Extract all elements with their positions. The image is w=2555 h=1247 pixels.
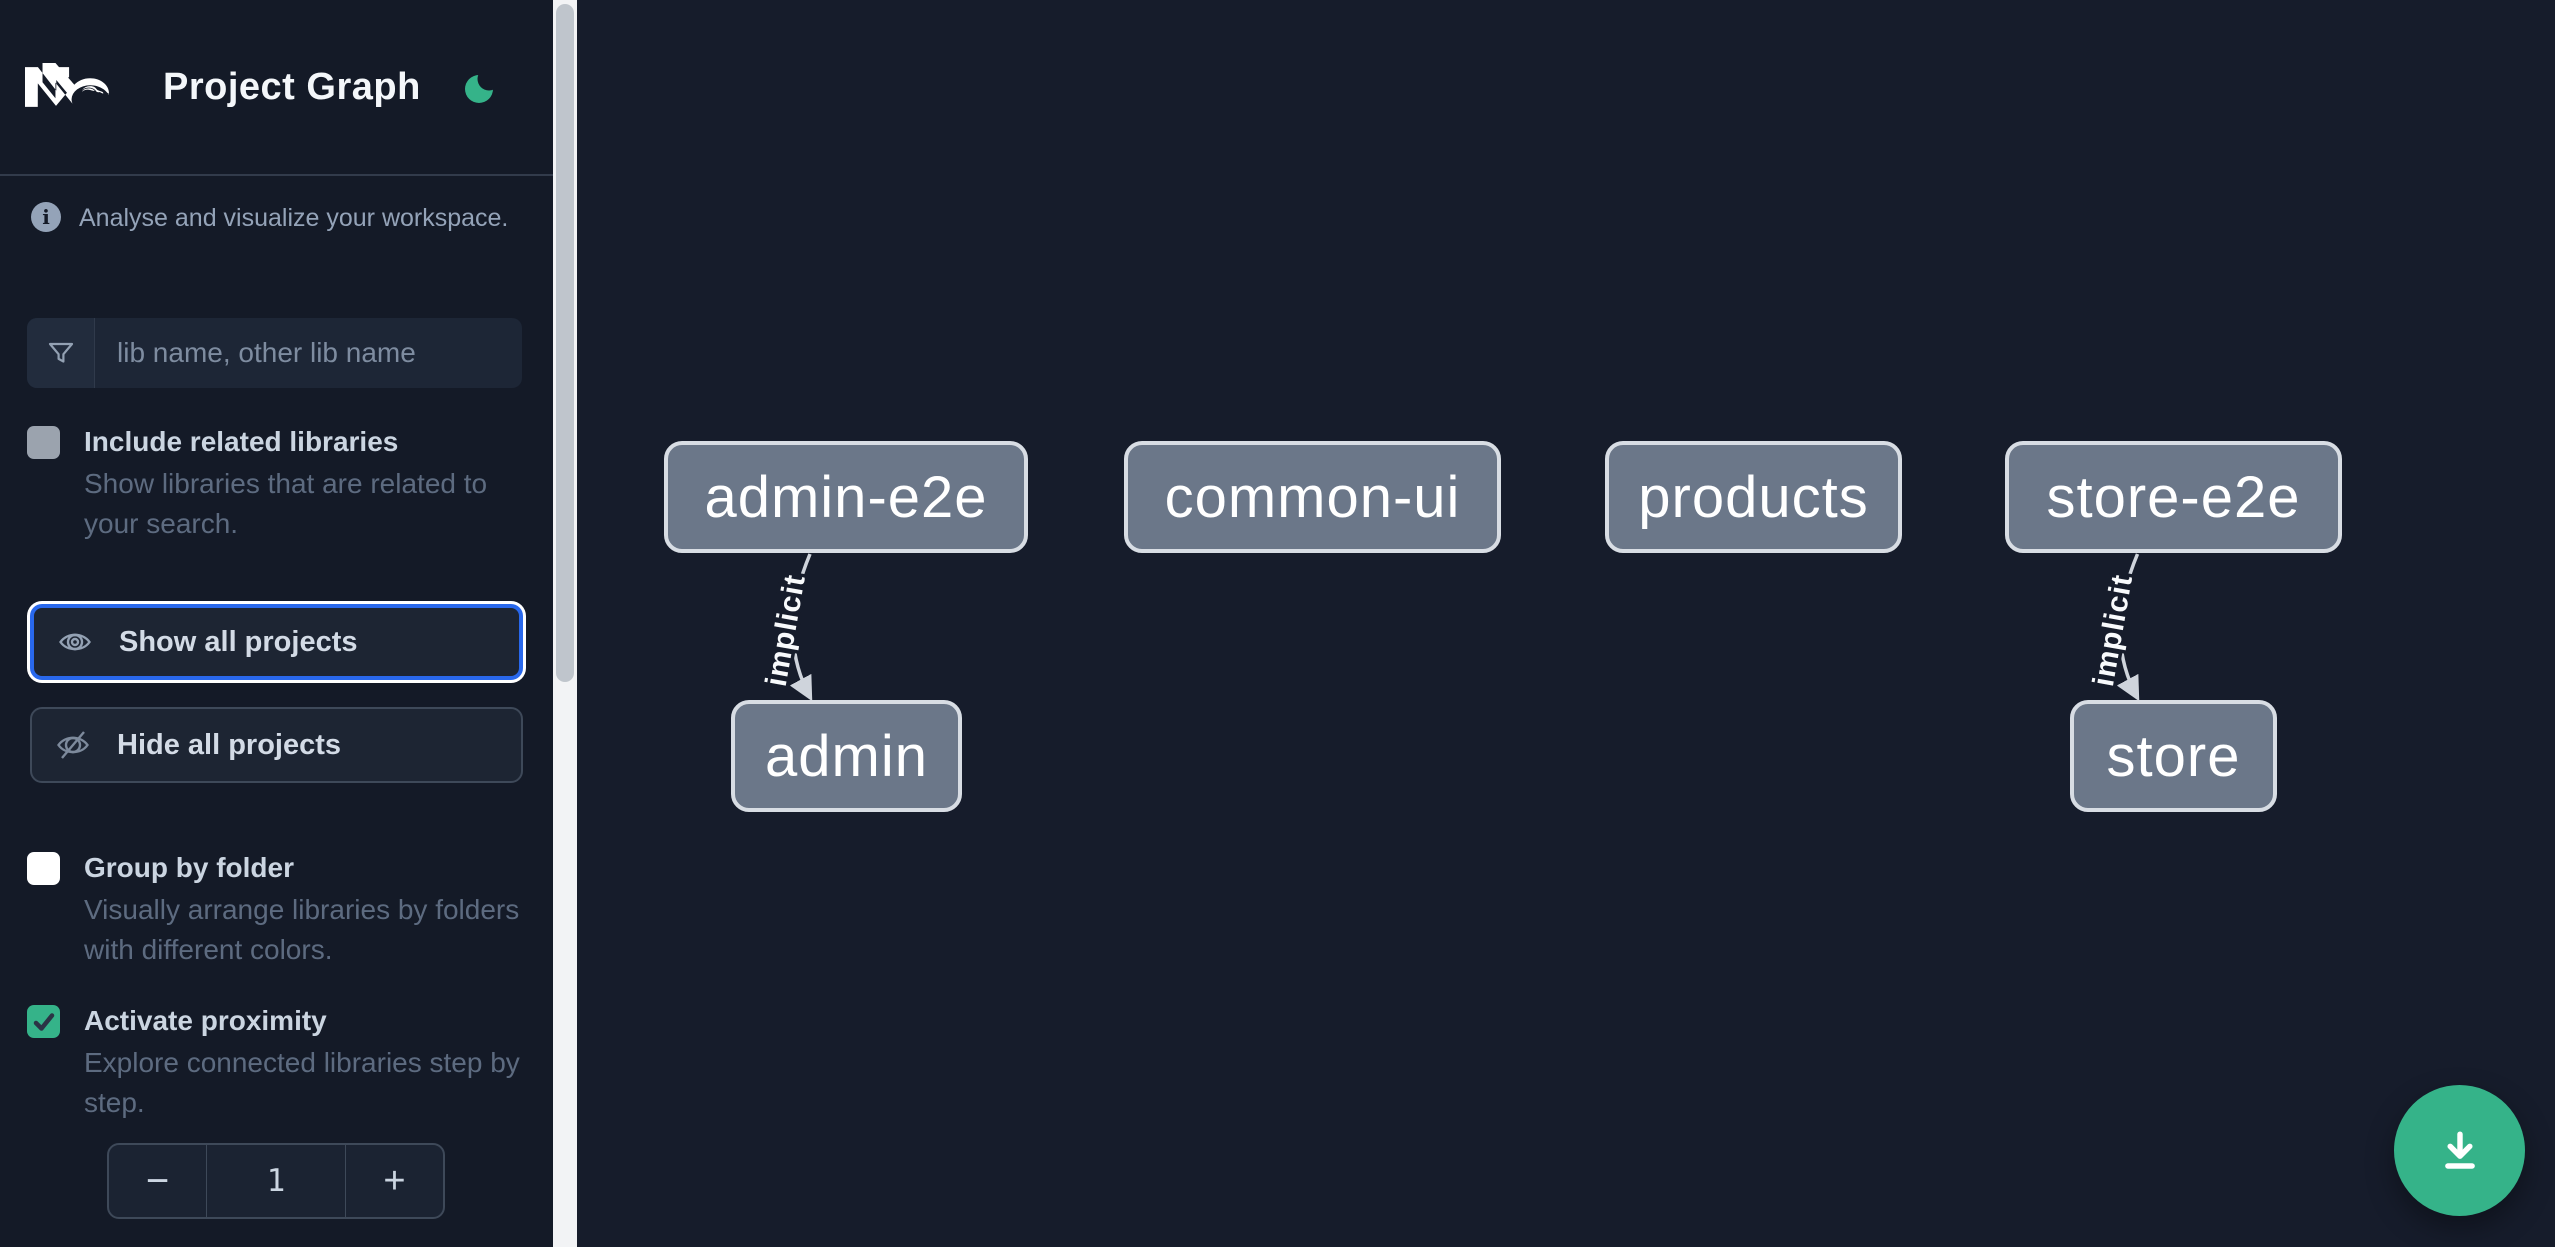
sidebar-scrollbar-track [553,0,577,1247]
option-label: Include related libraries [84,426,399,457]
increment-button[interactable]: + [383,1159,406,1202]
show-all-projects-button[interactable]: Show all projects [30,604,523,680]
group-by-folder-checkbox[interactable] [27,852,60,885]
hide-all-projects-label: Hide all projects [117,728,342,761]
option-label: Group by folder [84,852,294,883]
moon-icon [465,67,501,103]
option-activate-proximity: Activate proximity Explore connected lib… [27,1003,527,1123]
workspace-info: i Analyse and visualize your workspace. [31,202,523,234]
option-description: Visually arrange libraries by folders wi… [84,894,520,965]
eye-off-icon [57,731,89,759]
download-graph-button[interactable] [2394,1085,2525,1216]
decrement-button[interactable]: − [145,1158,170,1203]
graph-node-store-e2e[interactable]: store-e2e [2005,441,2342,553]
hide-all-projects-button[interactable]: Hide all projects [30,707,523,783]
sidebar-scrollbar-thumb[interactable] [556,4,574,682]
filter-funnel-icon [27,318,95,388]
option-description: Show libraries that are related to your … [84,468,488,539]
graph-edge-store-e2e-store[interactable] [2116,553,2140,702]
nx-logo-icon [25,55,109,119]
page-title: Project Graph [163,65,421,108]
option-label: Activate proximity [84,1005,327,1036]
activate-proximity-checkbox[interactable] [27,1005,60,1038]
check-icon [33,1012,54,1031]
download-icon [2444,1130,2475,1169]
option-description: Explore connected libraries step by step… [84,1047,520,1118]
info-icon: i [31,202,61,232]
filter-input[interactable] [95,318,522,388]
stepper-value: 1 [206,1145,346,1217]
graph-node-products[interactable]: products [1605,441,1902,553]
info-text: Analyse and visualize your workspace. [79,204,509,232]
graph-node-common-ui[interactable]: common-ui [1124,441,1501,553]
proximity-depth-stepper: − 1 + [107,1143,445,1219]
edge-label: implicit [760,572,812,689]
theme-toggle-button[interactable] [460,65,504,109]
option-group-by-folder: Group by folder Visually arrange librari… [27,850,527,970]
graph-node-admin-e2e[interactable]: admin-e2e [664,441,1028,553]
include-related-checkbox[interactable] [27,426,60,459]
search-box [27,318,522,388]
graph-edge-admin-e2e-admin[interactable] [789,553,813,702]
sidebar: Project Graph i Analyse and visualize yo… [0,0,553,1247]
graph-node-store[interactable]: store [2070,700,2277,812]
app-header: Project Graph [0,0,553,176]
eye-icon [59,633,91,651]
edge-label: implicit [2087,572,2139,689]
option-include-related: Include related libraries Show libraries… [27,424,527,544]
show-all-projects-label: Show all projects [119,625,358,658]
graph-node-admin[interactable]: admin [731,700,962,812]
